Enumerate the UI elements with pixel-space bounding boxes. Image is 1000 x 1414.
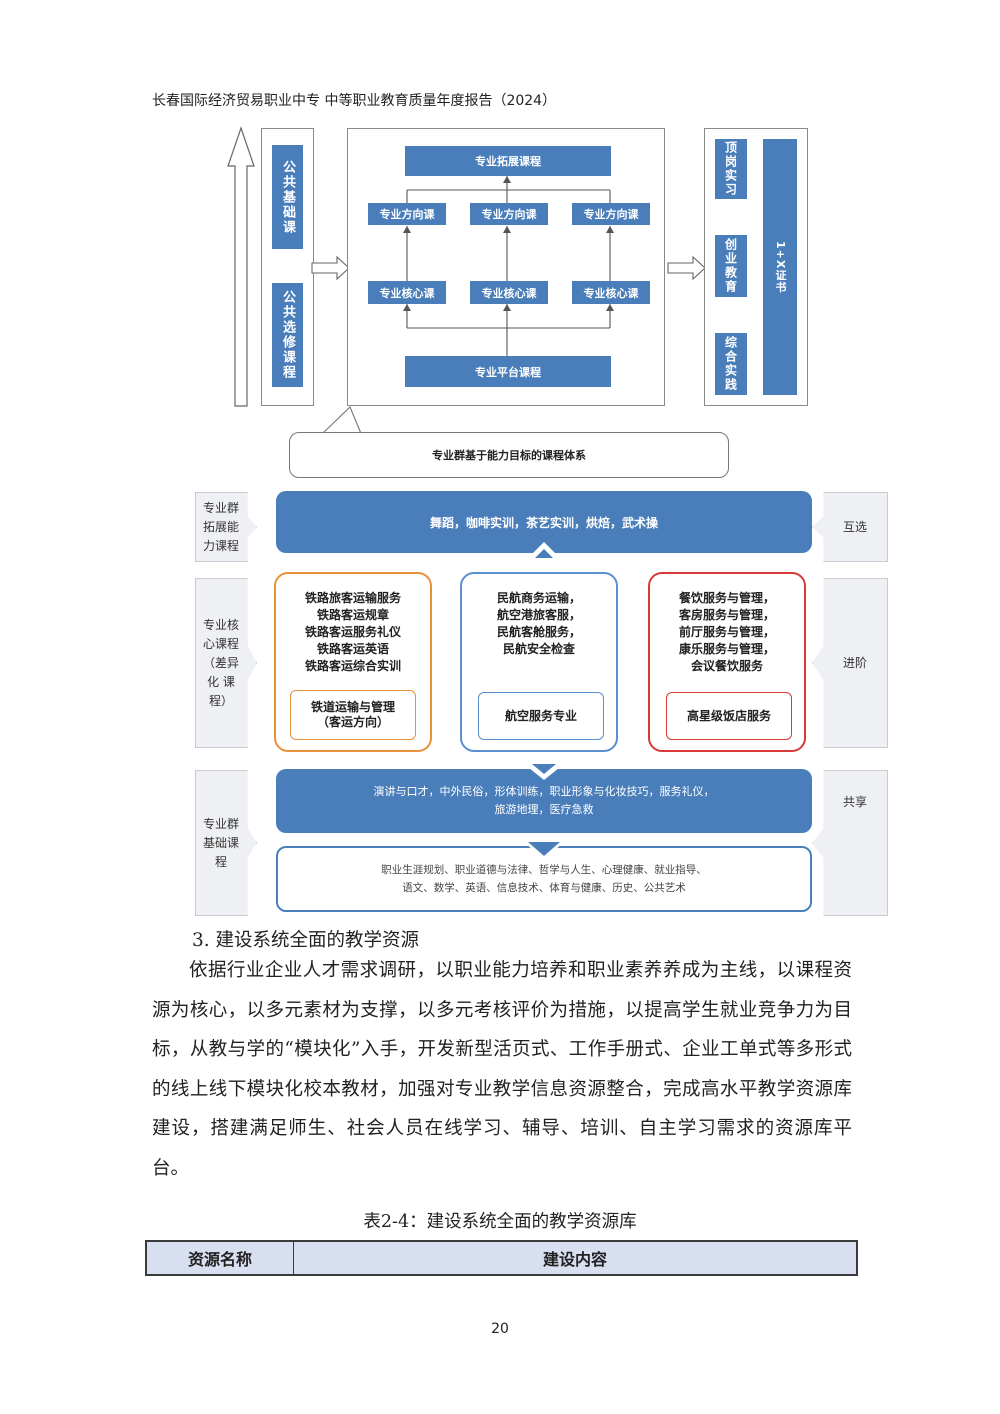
expand-ability-text: 舞蹈，咖啡实训，茶艺实训，烘焙，武术操: [429, 515, 658, 530]
label-core-differentiated: 专业核心课程（差异化 课程）: [195, 578, 257, 748]
direction-course: 专业方向课: [572, 203, 650, 225]
hotel-courses: 餐饮服务与管理， 客房服务与管理， 前厅服务与管理， 康乐服务与管理， 会议餐饮…: [678, 591, 775, 673]
label-advanced: 进阶: [812, 578, 888, 748]
course-system-diagram: 公共基础课 公共选修课程: [0, 0, 1000, 490]
core-course: 专业核心课: [470, 281, 548, 304]
resource-table-header: 资源名称 建设内容: [145, 1240, 858, 1276]
entrepreneurship-education: 创业教育: [715, 235, 747, 297]
label-expand-ability: 专业群拓展能力课程: [195, 492, 257, 562]
comprehensive-practice: 综合实践: [715, 333, 747, 395]
certificate-1x: 1+X证书: [763, 139, 797, 395]
right-arrow-icon: [667, 256, 706, 280]
page-header: 长春国际经济贸易职业中专 中等职业教育质量年度报告（2024）: [152, 93, 557, 109]
down-chevron-icon: [524, 764, 564, 780]
course-connectors: [403, 176, 614, 356]
diagram-caption-box: 专业群基于能力目标的课程体系: [289, 432, 729, 478]
railway-courses: 铁路旅客运输服务 铁路客运规章 铁路客运服务礼仪 铁路客运英语 铁路客运综合实训: [304, 591, 401, 673]
diagram-caption: 专业群基于能力目标的课程体系: [432, 449, 586, 462]
aviation-major: 航空服务专业: [478, 692, 604, 740]
group-basic-text: 演讲与口才，中外民俗，形体训练，职业形象与化妆技巧，服务礼仪， 旅游地理，医疗急…: [373, 785, 715, 816]
railway-card: 铁路旅客运输服务 铁路客运规章 铁路客运服务礼仪 铁路客运英语 铁路客运综合实训…: [274, 572, 432, 752]
platform-course: 专业平台课程: [405, 356, 611, 387]
expand-course: 专业拓展课程: [405, 146, 611, 176]
table-caption: 表2-4：建设系统全面的教学资源库: [363, 1212, 637, 1232]
hotel-major: 高星级饭店服务: [666, 692, 792, 740]
internship: 顶岗实习: [715, 139, 747, 199]
aviation-card: 民航商务运输， 航空港旅客服， 民航客舱服务， 民航安全检查 航空服务专业: [460, 572, 618, 752]
direction-course: 专业方向课: [470, 203, 548, 225]
public-elective-course: 公共选修课程: [272, 283, 303, 387]
public-basic-text: 职业生涯规划、职业道德与法律、哲学与人生、心理健康、就业指导、 语文、数学、英语…: [381, 864, 707, 894]
up-arrow-icon: [227, 126, 255, 407]
public-basic-course: 公共基础课: [272, 145, 303, 249]
page-number: 20: [491, 1321, 509, 1337]
railway-major: 铁道运输与管理 （客运方向）: [290, 690, 416, 740]
down-chevron-icon: [524, 842, 564, 860]
section-paragraph: 依据行业企业人才需求调研，以职业能力培养和职业素养养成为主线，以课程资源为核心，…: [152, 960, 852, 1179]
aviation-courses: 民航商务运输， 航空港旅客服， 民航客舱服务， 民航安全检查: [496, 591, 581, 656]
direction-course: 专业方向课: [368, 203, 446, 225]
hotel-card: 餐饮服务与管理， 客房服务与管理， 前厅服务与管理， 康乐服务与管理， 会议餐饮…: [648, 572, 806, 752]
right-arrow-icon: [311, 256, 350, 280]
label-shared: 共享: [812, 770, 888, 916]
course-group-diagram: 专业群拓展能力课程 专业核心课程（差异化 课程） 专业群基础课程 互选 进阶 共…: [0, 488, 1000, 920]
table-header-cell: 资源名称: [147, 1242, 294, 1274]
core-course: 专业核心课: [572, 281, 650, 304]
core-course: 专业核心课: [368, 281, 446, 304]
section-heading: 3. 建设系统全面的教学资源: [192, 930, 420, 951]
label-mutual-choice: 互选: [812, 492, 888, 562]
up-chevron-icon: [527, 542, 561, 559]
label-group-basic: 专业群基础课程: [195, 770, 257, 916]
table-header-cell: 建设内容: [542, 1250, 607, 1269]
